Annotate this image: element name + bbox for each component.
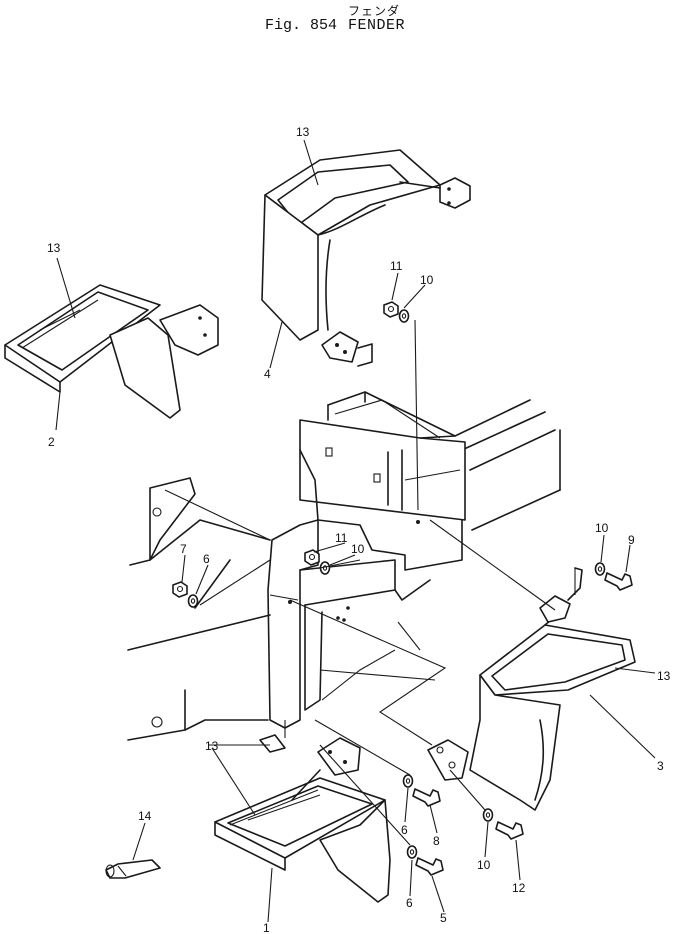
main-frame [127, 391, 561, 753]
fender-1 [214, 737, 391, 903]
callout-numbers: 1 2 3 4 5 6 6 6 7 8 9 10 10 10 10 11 11 … [47, 125, 671, 934]
callout-10-center: 10 [351, 542, 365, 556]
callout-7: 7 [180, 542, 187, 556]
callout-13-bottom: 13 [205, 739, 219, 753]
callout-10-top: 10 [420, 273, 434, 287]
fender-4 [261, 149, 471, 367]
callout-12: 12 [512, 881, 526, 895]
callout-10-right: 10 [595, 521, 609, 535]
callout-3: 3 [657, 759, 664, 773]
callout-11-center: 11 [335, 531, 348, 545]
callout-13-left: 13 [47, 241, 61, 255]
callout-10-bottom: 10 [477, 858, 491, 872]
leader-lines [164, 319, 576, 846]
fender-3 [427, 567, 636, 811]
callout-6-bottom: 6 [406, 896, 413, 910]
callout-6-middle: 6 [401, 823, 408, 837]
callout-11-top: 11 [390, 259, 403, 273]
callout-5: 5 [440, 911, 447, 925]
fender-2 [4, 284, 219, 419]
callout-13-right: 13 [657, 669, 671, 683]
callout-4: 4 [264, 367, 271, 381]
title-japanese: フェンダ [348, 4, 401, 18]
callout-14: 14 [138, 809, 152, 823]
callout-9: 9 [628, 533, 635, 547]
hardware [105, 301, 633, 879]
title-english: FENDER [348, 17, 406, 34]
callout-6-left: 6 [203, 552, 210, 566]
callout-8: 8 [433, 834, 440, 848]
callout-2: 2 [48, 435, 55, 449]
figure-number: Fig. 854 [265, 17, 338, 34]
callout-13-top: 13 [296, 125, 310, 139]
callout-1: 1 [263, 921, 270, 934]
callout-leaders [55, 139, 656, 923]
